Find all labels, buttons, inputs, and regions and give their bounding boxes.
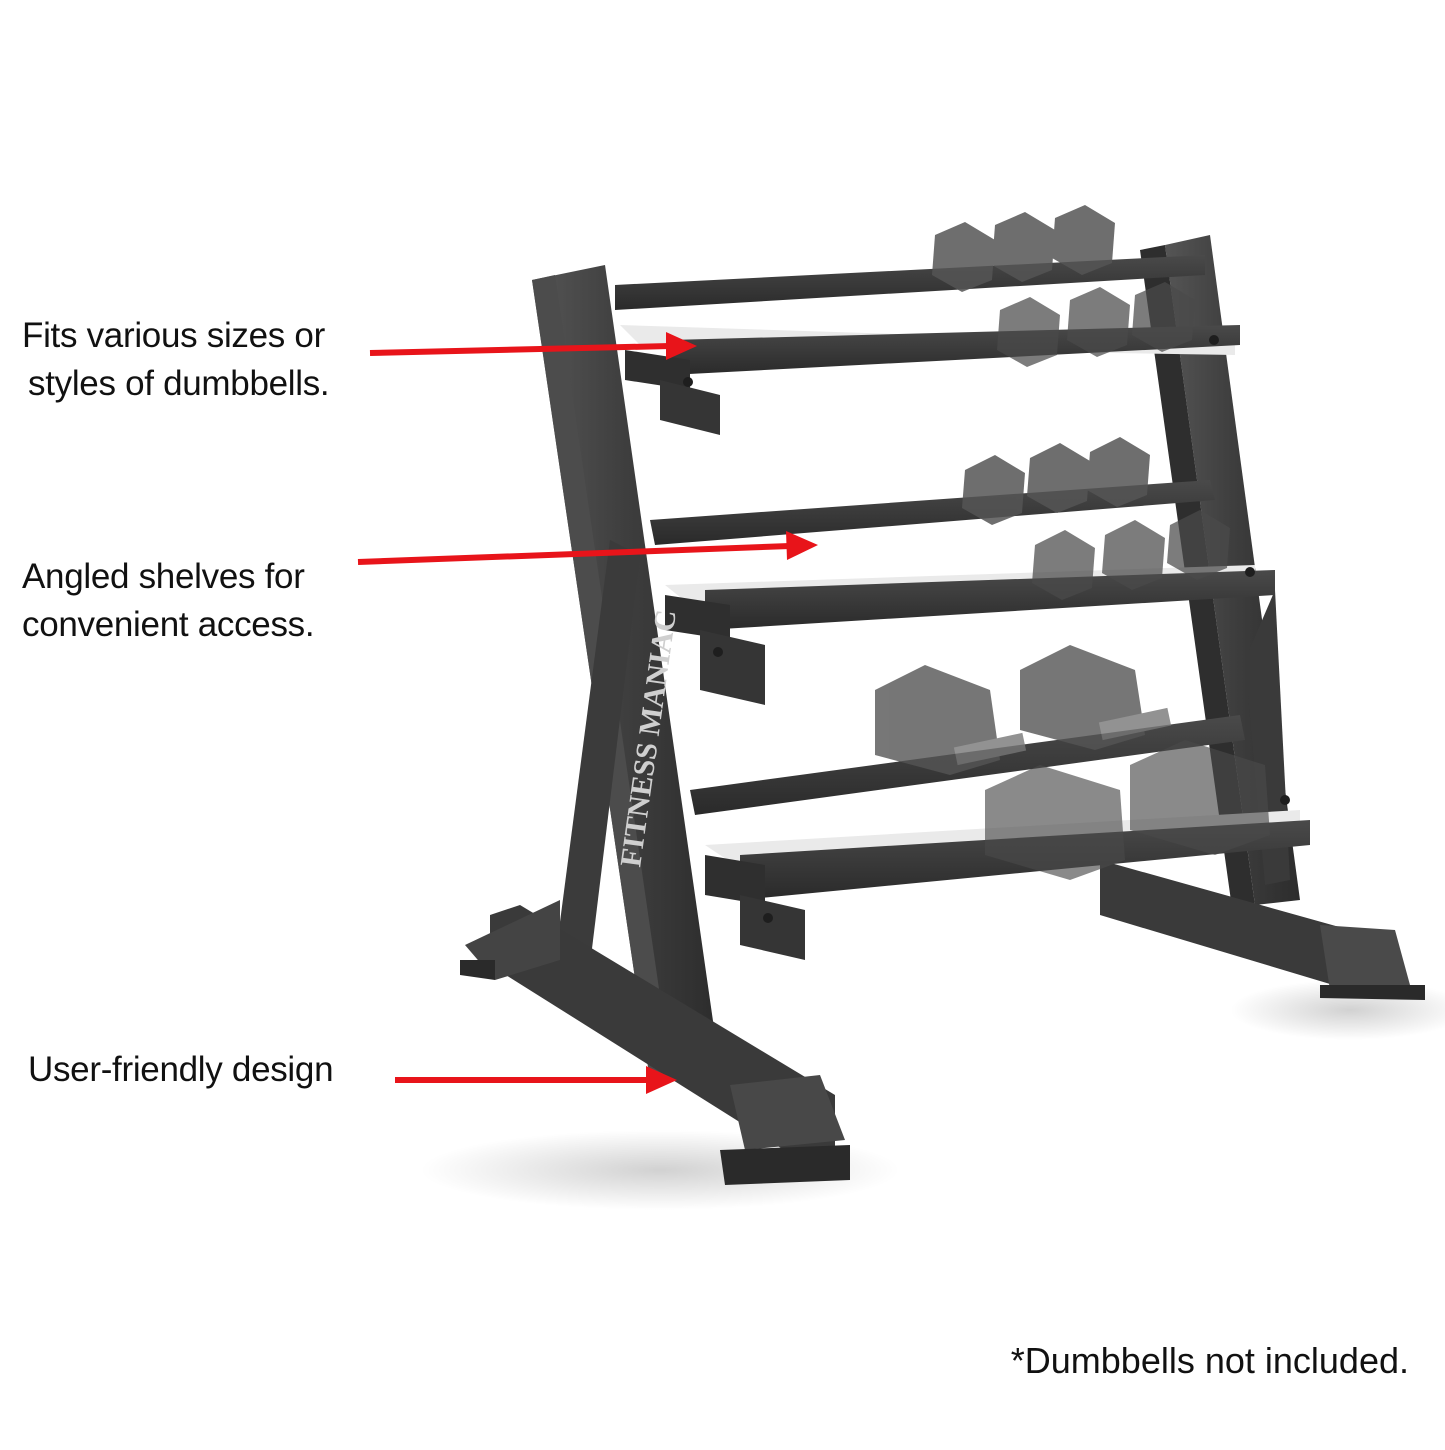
front-frame: FITNESS MANIAC: [460, 265, 850, 1185]
dumbbells-top: [932, 205, 1195, 367]
callout-line: convenient access.: [22, 605, 315, 644]
callout-line: Fits various sizes or: [22, 316, 325, 355]
dumbbells-bottom: [875, 645, 1270, 880]
callout-fits-sizes: Fits various sizes or styles of dumbbell…: [22, 312, 330, 408]
callout-line: styles of dumbbells.: [28, 364, 330, 403]
dumbbells-middle: [962, 437, 1230, 600]
callout-angled-shelves: Angled shelves for convenient access.: [22, 553, 315, 649]
callout-line: Angled shelves for: [22, 557, 305, 596]
footnote-dumbbells-not-included: *Dumbbells not included.: [1010, 1340, 1409, 1381]
callout-line: User-friendly design: [28, 1050, 334, 1089]
arrow-2: [357, 531, 818, 565]
callout-user-friendly: User-friendly design: [28, 1046, 334, 1094]
arrow-3: [395, 1066, 677, 1094]
arrow-1: [369, 332, 697, 360]
